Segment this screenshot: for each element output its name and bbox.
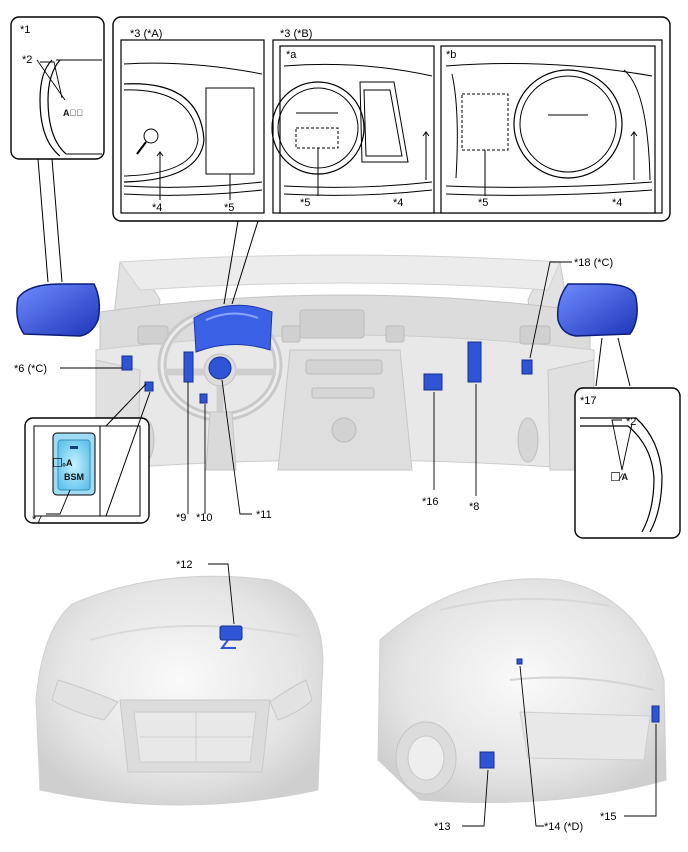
inset-left-mirror: ⁠A⁗⃞ [10,16,105,283]
part-8 [467,341,482,383]
callout-7: *7 [32,514,42,526]
callout-b: *b [446,49,456,61]
callout-16: *16 [422,496,439,508]
part-10 [199,393,208,404]
bsm-switch-label: BSM [64,472,84,482]
part-12 [219,625,243,641]
part-13 [479,751,495,769]
callout-5-c: *5 [478,197,488,209]
left-outer-mirror [16,283,101,337]
right-outer-mirror [556,283,638,337]
callout-labels: *1 *2 *3 (*A) *3 (*B) *a *b *4 *5 *5 *4 … [14,24,636,833]
callout-1: *1 [20,24,30,36]
part-16 [423,373,443,391]
callout-5-b: *5 [300,197,310,209]
callout-13: *13 [434,821,451,833]
callout-2-right: *2 [626,416,636,428]
vehicle-front [35,575,324,806]
bsm-switch-button [57,439,91,491]
callout-a: *a [286,49,297,61]
callout-4-c: *4 [612,197,622,209]
callout-18: *18 (*C) [574,257,613,269]
callout-14: *14 (*D) [544,821,583,833]
leader-lines [40,61,657,827]
part-9 [183,351,194,383]
part-14 [516,658,523,665]
dashboard-interior [95,254,595,471]
callout-6: *6 (*C) [14,363,47,375]
callout-4-a: *4 [152,202,162,214]
bsm-indicator-icon-right: ⃞⁄A [611,471,629,482]
vehicle-rear [377,578,667,803]
callout-5-a: *5 [224,202,234,214]
callout-15: *15 [600,811,617,823]
callout-3a: *3 (*A) [130,28,162,40]
callout-17: *17 [580,395,597,407]
left-switch-part [121,355,133,371]
bsm-indicator-icon: ⁠A⁗⃞ [63,108,83,118]
inset-bsm-switch: ⃞₀A BSM [24,383,151,524]
callout-3b: *3 (*B) [280,28,312,40]
part-11 [208,356,232,380]
inset-right-mirror: ⃞⁄A [574,337,681,539]
callout-12: *12 [176,559,193,571]
callout-4-b: *4 [393,197,403,209]
callout-10: *10 [196,512,213,524]
bsm-switch-part [144,381,154,392]
callout-9: *9 [176,512,186,524]
inset-combination-meter [112,16,671,305]
part-15 [651,705,660,723]
callout-2-left: *2 [22,54,32,66]
callout-8: *8 [469,501,479,513]
dashboard-highlighted-parts [121,304,533,404]
callout-11: *11 [256,509,272,521]
right-switch-part [521,359,533,375]
bsm-switch-icon: ⃞₀A [53,457,73,468]
